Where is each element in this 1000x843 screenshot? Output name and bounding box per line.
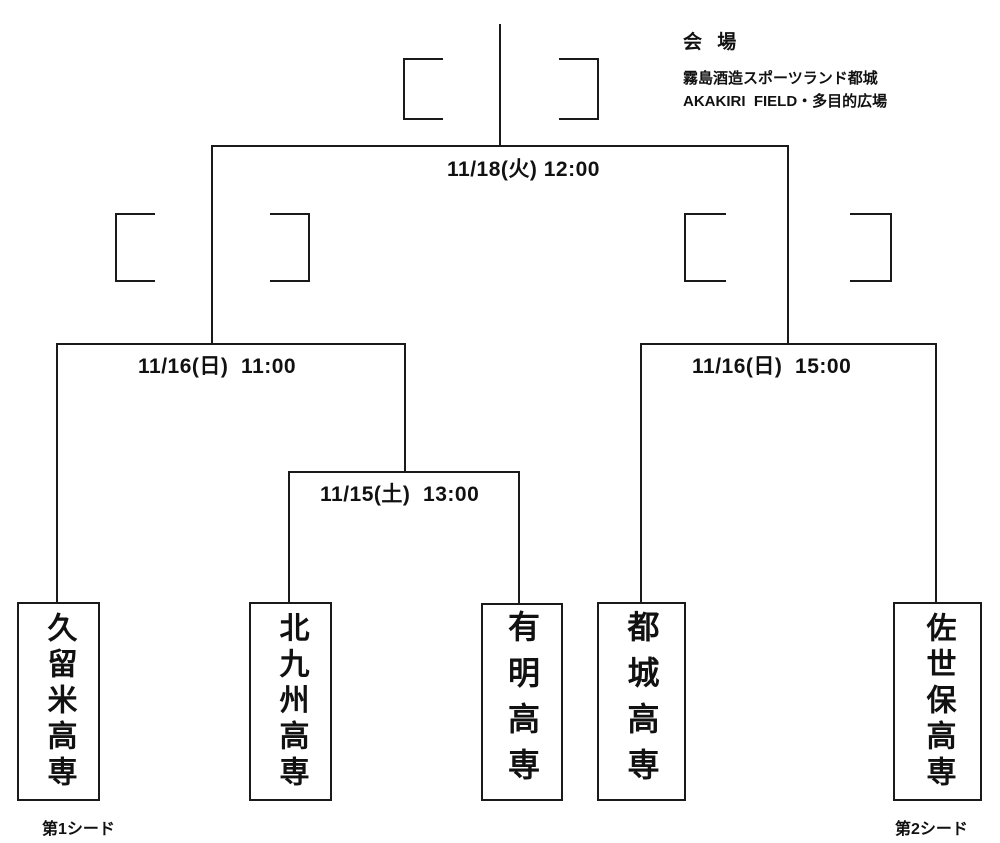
final-connector <box>211 145 789 147</box>
final-winner-right-bracket <box>559 58 599 120</box>
team-line-ariake <box>518 471 520 605</box>
semifinal-left-winner-right-bracket <box>270 213 310 282</box>
team-box-sasebo: 佐世保高専 <box>893 602 982 801</box>
team-box-ariake: 有明高専 <box>481 603 563 801</box>
team-name-ariake: 有明高専 <box>504 610 540 794</box>
team-box-kurume: 久留米高専 <box>17 602 100 801</box>
team-box-kitakyushu: 北九州高専 <box>249 602 332 801</box>
seed-label-second: 第2シード <box>895 821 968 838</box>
venue-heading: 会 場 <box>683 32 742 53</box>
semifinal-left-winner-left-bracket <box>115 213 155 282</box>
first-round-match-time: 11/15(土) 13:00 <box>320 483 480 506</box>
final-left-drop <box>211 145 213 345</box>
team-line-miyakonojo <box>640 343 642 604</box>
team-name-miyakonojo: 都城高専 <box>623 609 660 794</box>
team-name-kitakyushu: 北九州高専 <box>274 611 308 792</box>
semifinal-left-connector <box>56 343 406 345</box>
venue-info: 会 場 霧島酒造スポーツランド都城 AKAKIRI FIELD・多目的広場 <box>683 27 887 113</box>
semifinal-left-match-time: 11/16(日) 11:00 <box>138 355 297 378</box>
champion-line <box>499 24 501 146</box>
semifinal-right-connector <box>640 343 937 345</box>
team-name-sasebo: 佐世保高専 <box>921 611 955 792</box>
team-line-sasebo <box>935 343 937 604</box>
team-line-kurume <box>56 343 58 604</box>
semifinal-right-winner-left-bracket <box>684 213 726 282</box>
team-name-kurume: 久留米高専 <box>42 611 76 792</box>
first-round-connector <box>288 471 520 473</box>
final-right-drop <box>787 145 789 345</box>
final-match-time: 11/18(火) 12:00 <box>447 158 600 181</box>
seed-label-first: 第1シード <box>42 821 115 838</box>
venue-facility: 霧島酒造スポーツランド都城 <box>683 70 878 87</box>
final-winner-left-bracket <box>403 58 443 120</box>
venue-field: AKAKIRI FIELD・多目的広場 <box>683 93 888 110</box>
semifinal-right-winner-right-bracket <box>850 213 892 282</box>
semifinal-left-winner-drop <box>404 343 406 473</box>
semifinal-right-match-time: 11/16(日) 15:00 <box>692 355 852 378</box>
team-box-miyakonojo: 都城高専 <box>597 602 686 801</box>
team-line-kitakyushu <box>288 471 290 604</box>
